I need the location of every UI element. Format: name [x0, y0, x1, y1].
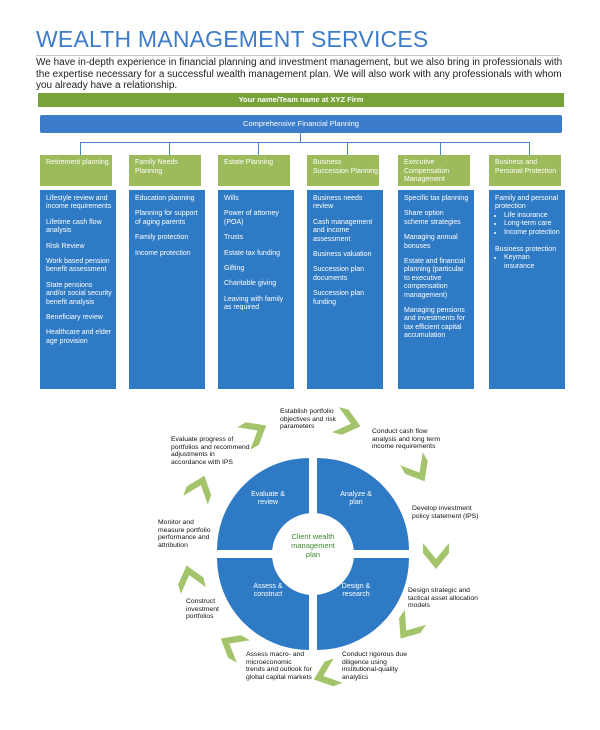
list-item: Family protection [135, 234, 189, 242]
connector-col6 [529, 142, 530, 155]
list-item: Managing pensions and investments for ta… [404, 307, 466, 340]
step-cash-flow-analysis: Conduct cash flow analysis and long term… [372, 428, 441, 451]
list-item: Education planning [135, 195, 195, 202]
arrow-chevron-icon [174, 562, 206, 594]
arrow-chevron-icon [400, 452, 436, 488]
list-item: Beneficiary review [46, 314, 103, 322]
quadrant-label-analyze: Analyze & plan [340, 491, 372, 506]
center-circle [272, 513, 354, 595]
sub-list-item: Income protection [504, 229, 561, 237]
list-item: Succession plan funding [313, 290, 364, 306]
list-item: Work based pension benefit assessment [46, 258, 110, 274]
step-assess-trends: Assess macro- and microeconomic trends a… [246, 651, 312, 681]
step-construct-portfolios: Construct investment portfolios [186, 598, 219, 621]
step-establish-objectives: Establish portfolio objectives and risk … [280, 408, 336, 431]
list-item: Business needs review [313, 195, 363, 211]
quadrant-label-evaluate: Evaluate & review [251, 491, 285, 506]
list-item: Business protection [495, 246, 557, 254]
list-item: Business valuation [313, 251, 372, 259]
step-evaluate-progress: Evaluate progress of portfolios and reco… [171, 436, 250, 466]
column-header-family-needs: Family Needs Planning [129, 155, 201, 186]
quadrant-label-assess: Assess & construct [253, 583, 283, 598]
list-item: State pensions and/or social security be… [46, 281, 112, 306]
title-divider [36, 55, 560, 56]
arrow-chevron-icon [423, 543, 449, 569]
column-header-business-succession: Business Succession Planning [307, 155, 379, 186]
connector-horizontal [80, 142, 530, 143]
list-item: Trusts [224, 234, 244, 242]
step-design-allocation: Design strategic and tactical asset allo… [408, 587, 478, 610]
list-item: Planning for support of aging parents [135, 210, 198, 226]
comprehensive-planning-bar: Comprehensive Financial Planning [40, 115, 562, 133]
list-item: Income protection [135, 249, 191, 257]
list-item: Gifting [224, 265, 245, 273]
column-body-retirement: Lifestyle review and income requirements… [40, 190, 116, 389]
column-body-estate: Wills Power of attorney (POA) Trusts Est… [218, 190, 294, 389]
list-item: Share option scheme strategies [404, 210, 461, 226]
column-header-business-personal-protection: Business and Personal Protection [489, 155, 561, 186]
column-body-business-personal-protection: Family and personal protection Life insu… [489, 190, 565, 389]
cycle-wheel [217, 458, 409, 650]
list-item: Cash management and income assessment [313, 218, 373, 243]
list-item: Wills [224, 195, 239, 202]
column-body-family-needs: Education planning Planning for support … [129, 190, 205, 389]
sub-list-item: Life insurance [504, 212, 561, 220]
page-title: WEALTH MANAGEMENT SERVICES [36, 26, 429, 52]
list-item: Lifetime cash flow analysis [46, 218, 102, 235]
quadrant-label-design: Design & research [341, 583, 371, 598]
connector-col2 [169, 142, 170, 155]
sub-list: Keyman insurance [495, 254, 561, 271]
list-item: Family and personal protection [495, 195, 559, 211]
wealth-cycle-diagram [174, 407, 449, 692]
list-item: Charitable giving [224, 280, 277, 288]
column-header-executive-compensation: Executive Compensation Management [398, 155, 470, 186]
column-body-executive-compensation: Specific tax planning Share option schem… [398, 190, 474, 389]
arrow-chevron-icon [214, 627, 250, 663]
column-header-estate: Estate Planning [218, 155, 290, 186]
arrow-chevron-icon [389, 609, 427, 647]
sub-list-item: Keyman insurance [504, 254, 561, 271]
connector-trunk [300, 133, 301, 142]
list-item: Risk Review [46, 242, 85, 250]
connector-col1 [80, 142, 81, 155]
column-body-business-succession: Business needs review Cash management an… [307, 190, 383, 389]
team-name-bar: Your name/Team name at XYZ Firm [38, 93, 564, 107]
list-item: Lifestyle review and income requirements [46, 195, 112, 211]
list-item: Succession plan documents [313, 266, 364, 282]
list-item: Leaving with family as required [224, 295, 284, 312]
connector-col5 [440, 142, 441, 155]
arrow-chevron-icon [183, 471, 217, 505]
step-monitor-performance: Monitor and measure portfolio performanc… [158, 519, 211, 549]
step-due-diligence: Conduct rigorous due diligence using ins… [342, 651, 407, 681]
connector-col4 [347, 142, 348, 155]
step-develop-ips: Develop investment policy statement (IPS… [412, 505, 479, 520]
sub-list: Life insurance Long-term care Income pro… [495, 212, 561, 237]
sub-list-item: Long-term care [504, 220, 561, 228]
intro-paragraph: We have in-depth experience in financial… [36, 57, 563, 91]
list-item: Estate and financial planning (particula… [404, 258, 466, 299]
center-label: Client wealth management plan [291, 532, 335, 559]
list-item: Managing annual bonuses [404, 234, 458, 250]
list-item: Estate tax funding [224, 249, 281, 257]
column-header-retirement: Retirement planning [40, 155, 112, 186]
arrow-chevron-icon [309, 658, 343, 692]
list-item: Healthcare and elder age provision [46, 329, 111, 345]
list-item: Power of attorney (POA) [224, 210, 279, 226]
connector-col3 [258, 142, 259, 155]
list-item: Specific tax planning [404, 195, 469, 202]
